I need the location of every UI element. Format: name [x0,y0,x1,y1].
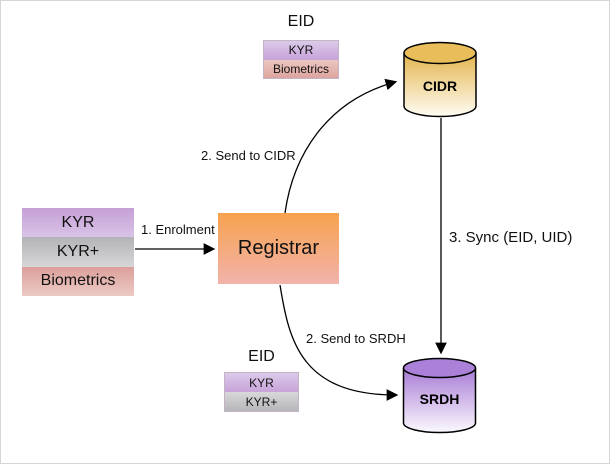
send-to-srdh-arrow-label: 2. Send to SRDH [306,331,406,346]
srdh-label: SRDH [420,391,460,407]
input-stack: KYR KYR+ Biometrics [22,208,134,296]
sync-arrow-label: 3. Sync (EID, UID) [449,229,573,246]
eid-bottom-box: KYR KYR+ [224,372,299,412]
cidr-label: CIDR [423,78,457,94]
input-stack-row-biometrics: Biometrics [22,266,134,296]
eid-top-row-kyr: KYR [264,41,338,60]
eid-top-title: EID [287,13,315,30]
eid-top-box: KYR Biometrics [263,40,339,79]
cidr-cylinder: CIDR [403,41,477,118]
eid-top-row-biometrics: Biometrics [264,59,338,78]
send-to-cidr-arrow-label: 2. Send to CIDR [201,148,296,163]
input-stack-row-kyrplus: KYR+ [22,237,134,267]
eid-bottom-title: EID [248,348,275,365]
input-stack-row-kyr: KYR [22,208,134,238]
srdh-cylinder: SRDH [402,357,477,434]
enrolment-arrow-label: 1. Enrolment [141,222,215,237]
eid-bottom-row-kyrplus: KYR+ [225,392,298,411]
send-to-cidr-arrow [284,78,398,214]
registrar-node: Registrar [218,213,339,284]
eid-bottom-row-kyr: KYR [225,373,298,392]
